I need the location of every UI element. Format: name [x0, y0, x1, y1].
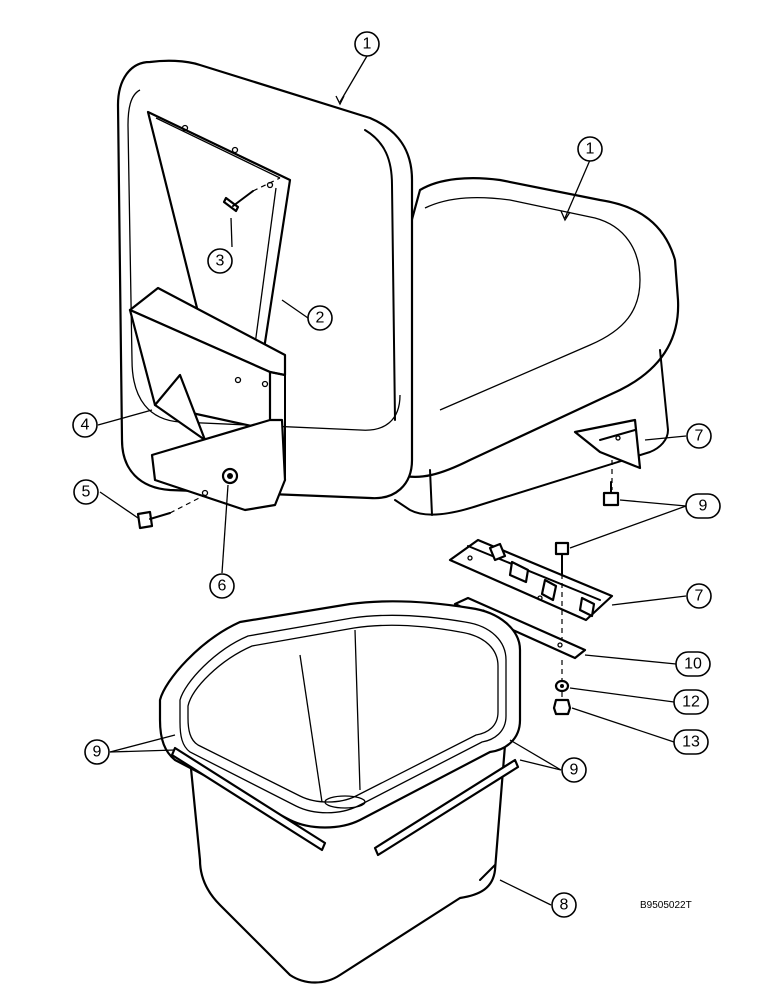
callout-3-label: 3 [216, 253, 225, 270]
callout-6: 6 [209, 573, 235, 599]
lock-washer [554, 679, 570, 693]
backrest-bracket [128, 286, 287, 512]
seat-pan [158, 600, 522, 984]
callout-11: 9 [685, 493, 721, 519]
callout-3: 3 [207, 248, 233, 274]
callout-8-label: 8 [560, 897, 569, 914]
seal-strip-right [373, 758, 520, 857]
callout-9-right-label: 9 [570, 762, 579, 779]
callout-12: 12 [673, 689, 709, 715]
callout-10: 10 [675, 651, 711, 677]
callout-9-right: 9 [561, 757, 587, 783]
callout-1-cushion-label: 1 [586, 141, 595, 158]
hex-nut [552, 698, 572, 716]
bracket-bolt [136, 494, 206, 530]
seat-hinge [448, 538, 614, 622]
seat-hinge-mounted [573, 418, 642, 470]
seal-strip-left [170, 746, 327, 852]
plate-screw [222, 177, 281, 213]
hinge-bolt-lower [554, 541, 570, 640]
callout-2-label: 2 [316, 310, 325, 327]
callout-1-cushion: 1 [577, 136, 603, 162]
callout-6-label: 6 [218, 578, 227, 595]
callout-11-label: 9 [699, 498, 708, 515]
callout-1-backrest-label: 1 [363, 36, 372, 53]
callout-7-lower-label: 7 [695, 588, 704, 605]
callout-9-left: 9 [84, 739, 110, 765]
callout-4: 4 [72, 412, 98, 438]
callout-10-label: 10 [684, 656, 702, 673]
callout-5-label: 5 [82, 484, 91, 501]
callout-4-label: 4 [81, 417, 90, 434]
callout-12-label: 12 [682, 694, 700, 711]
callout-leaders [97, 55, 687, 906]
callout-13: 13 [673, 729, 709, 755]
callout-7-upper-label: 7 [695, 428, 704, 445]
seat-cushion [388, 177, 680, 516]
callout-5: 5 [73, 479, 99, 505]
hinge-bolt-upper [602, 460, 620, 507]
callout-1-backrest: 1 [354, 31, 380, 57]
callout-7-upper: 7 [686, 423, 712, 449]
callout-13-label: 13 [682, 734, 700, 751]
callout-7-lower: 7 [686, 583, 712, 609]
reference-code: B9505022T [640, 900, 692, 911]
callout-2: 2 [307, 305, 333, 331]
bracket-nut [221, 467, 239, 485]
callout-8: 8 [551, 892, 577, 918]
callout-9-left-label: 9 [93, 744, 102, 761]
